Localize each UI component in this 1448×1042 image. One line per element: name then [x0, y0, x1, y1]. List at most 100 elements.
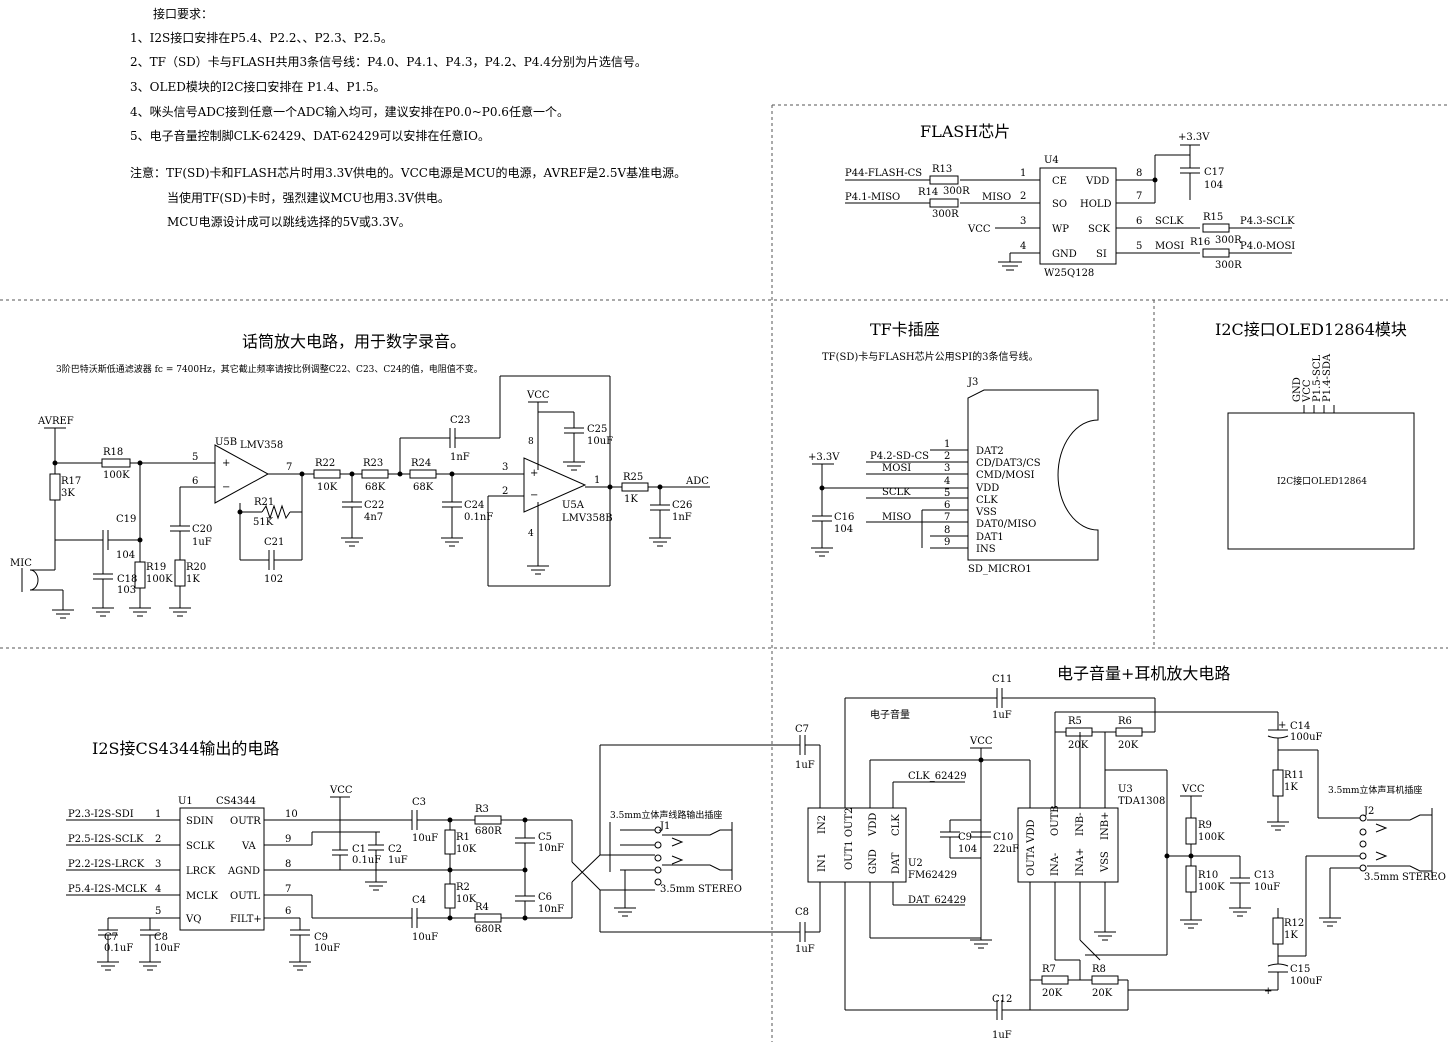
r17: [49, 473, 61, 501]
svg-text:P1.5-SCL: P1.5-SCL: [1312, 354, 1323, 402]
svg-text:C8: C8: [795, 907, 809, 918]
tf-section: TF卡插座 TF(SD)卡与FLASH芯片公用SPI的3条信号线。 J3 SD_…: [822, 320, 1099, 575]
svg-text:LMV358B: LMV358B: [562, 513, 613, 524]
section-dividers: [0, 104, 1448, 1042]
svg-text:U3: U3: [1118, 784, 1133, 795]
svg-text:1: 1: [944, 439, 950, 450]
svg-text:10uF: 10uF: [412, 932, 438, 943]
svg-text:C8: C8: [154, 932, 168, 943]
svg-text:1uF: 1uF: [992, 1030, 1012, 1041]
svg-text:7: 7: [1136, 191, 1142, 202]
svg-text:+: +: [530, 468, 538, 479]
svg-text:1K: 1K: [1284, 930, 1298, 941]
svg-text:C17: C17: [1204, 167, 1224, 178]
svg-text:DAT: DAT: [891, 852, 902, 874]
svg-text:J1: J1: [659, 821, 670, 832]
tf-title: TF卡插座: [870, 320, 940, 339]
svg-text:R8: R8: [1092, 964, 1106, 975]
flash-mosi-net: P4.0-MOSI: [1240, 241, 1295, 252]
mic-subtitle: 3阶巴特沃斯低通滤波器 fc = 7400Hz，其它截止频率请按比例调整C22、…: [56, 363, 483, 375]
svg-text:C25: C25: [587, 424, 607, 435]
svg-text:SCLK: SCLK: [882, 487, 911, 498]
svg-text:10uF: 10uF: [587, 436, 613, 447]
svg-text:J3: J3: [967, 377, 978, 388]
svg-text:5: 5: [192, 452, 198, 463]
svg-text:100K: 100K: [1198, 832, 1225, 843]
svg-text:MCLK: MCLK: [186, 891, 219, 902]
svg-text:3.5mm STEREO: 3.5mm STEREO: [660, 884, 742, 895]
svg-text:R24: R24: [411, 458, 431, 469]
svg-text:VCC: VCC: [1302, 379, 1313, 403]
svg-text:2: 2: [1020, 191, 1026, 202]
svg-text:FM62429: FM62429: [908, 870, 957, 881]
svg-text:C10: C10: [993, 832, 1013, 843]
flash-pin-si: SI: [1096, 249, 1107, 260]
svg-text:1K: 1K: [186, 574, 200, 585]
svg-text:P1.4-SDA: P1.4-SDA: [1322, 353, 1333, 402]
svg-text:C15: C15: [1290, 964, 1310, 975]
svg-text:FILT+: FILT+: [230, 914, 262, 925]
svg-text:7: 7: [286, 462, 292, 473]
r18: [101, 458, 131, 468]
svg-text:8: 8: [528, 437, 534, 447]
svg-text:6: 6: [285, 906, 291, 917]
svg-text:9: 9: [944, 537, 950, 548]
svg-text:INB+: INB+: [1100, 812, 1111, 840]
svg-text:R21: R21: [254, 497, 274, 508]
svg-text:9: 9: [285, 834, 291, 845]
flash-part: W25Q128: [1044, 268, 1094, 279]
notes-heading: 接口要求：: [153, 7, 214, 21]
svg-text:C14: C14: [1290, 721, 1310, 732]
svg-text:R25: R25: [623, 472, 643, 483]
flash-pin-vdd: VDD: [1085, 176, 1109, 187]
svg-text:R20: R20: [186, 562, 206, 573]
svg-text:C3: C3: [412, 797, 426, 808]
svg-text:C26: C26: [672, 500, 692, 511]
tf-subtitle: TF(SD)卡与FLASH芯片公用SPI的3条信号线。: [822, 350, 1039, 363]
svg-text:C6: C6: [538, 892, 552, 903]
svg-text:7: 7: [944, 512, 950, 523]
svg-text:R16: R16: [1190, 237, 1210, 248]
svg-text:20K: 20K: [1068, 740, 1089, 751]
svg-text:C4: C4: [412, 895, 426, 906]
svg-text:C20: C20: [192, 524, 212, 535]
svg-text:1nF: 1nF: [450, 452, 470, 463]
note-item-2: 2、TF（SD）卡与FLASH共用3条信号线：P4.0、P4.1、P4.3，P4…: [130, 55, 647, 69]
svg-text:0.1nF: 0.1nF: [464, 512, 493, 523]
svg-text:C21: C21: [264, 537, 284, 548]
svg-text:GND: GND: [868, 849, 879, 874]
svg-text:CD/DAT3/CS: CD/DAT3/CS: [976, 458, 1041, 469]
svg-text:MOSI: MOSI: [1155, 241, 1184, 252]
oled-title: I2C接口OLED12864模块: [1215, 320, 1407, 339]
svg-text:10uF: 10uF: [154, 943, 180, 954]
flash-pin-hold: HOLD: [1080, 199, 1112, 210]
svg-text:6: 6: [944, 500, 950, 511]
svg-text:1: 1: [155, 809, 161, 820]
svg-text:10K: 10K: [456, 894, 477, 905]
svg-text:300R: 300R: [943, 186, 970, 197]
svg-text:LMV358: LMV358: [240, 440, 283, 451]
svg-text:1uF: 1uF: [192, 537, 212, 548]
svg-text:AGND: AGND: [227, 866, 260, 877]
svg-text:−: −: [222, 482, 230, 493]
svg-text:J2: J2: [1363, 806, 1374, 817]
svg-text:10K: 10K: [317, 482, 338, 493]
svg-text:C13: C13: [1254, 870, 1274, 881]
amp-title: 电子音量+耳机放大电路: [1057, 664, 1230, 683]
svg-text:104: 104: [958, 844, 977, 855]
svg-text:SCLK: SCLK: [186, 841, 215, 852]
svg-text:6: 6: [192, 476, 198, 487]
tf-wiring: +3.3V C16 104 P4.2-SD-CS MOSI SCLK MISO …: [808, 439, 1041, 557]
svg-text:300R: 300R: [1215, 260, 1242, 271]
oled-module-box: [1227, 412, 1415, 550]
note-item-3: 3、OLED模块的I2C接口安排在 P1.4、P1.5。: [130, 80, 386, 94]
svg-text:8: 8: [285, 859, 291, 870]
note-item-4: 4、咪头信号ADC接到任意一个ADC输入均可，建议安排在P0.0~P0.6任意一…: [130, 105, 569, 119]
svg-text:C24: C24: [464, 500, 484, 511]
flash-pin-wp: WP: [1052, 224, 1069, 235]
op-amp-u5b: [214, 444, 270, 504]
svg-text:102: 102: [264, 574, 283, 585]
svg-text:100uF: 100uF: [1290, 732, 1323, 743]
svg-text:VCC: VCC: [1181, 784, 1205, 795]
svg-text:C16: C16: [834, 512, 854, 523]
